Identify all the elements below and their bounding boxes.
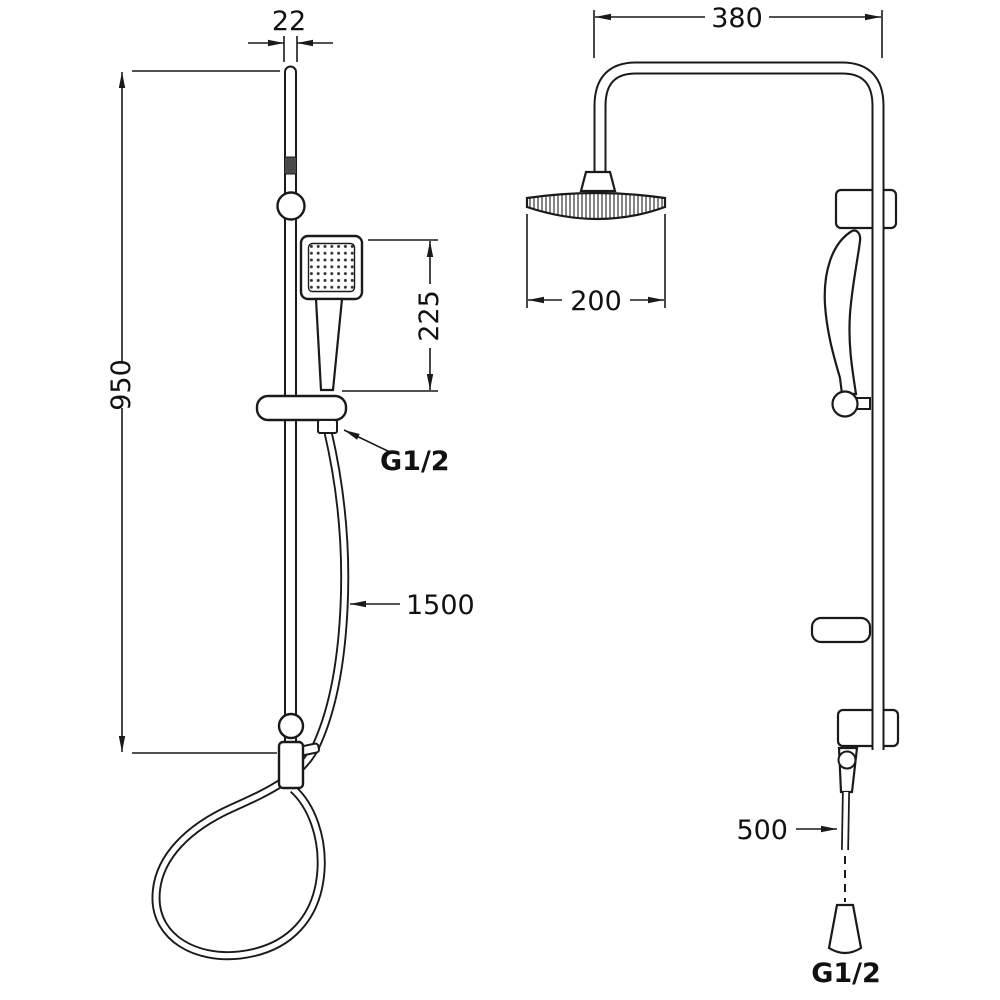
dimension-lines: [118, 10, 883, 833]
rail-knob-lower: [277, 712, 305, 740]
rail-width-label: 22: [272, 6, 306, 37]
head-disc: [525, 191, 667, 221]
rail-knob-upper: [276, 191, 306, 221]
handset-side-profile: [823, 229, 862, 396]
tee-body: [277, 740, 305, 790]
top-thread-label: G1/2: [380, 446, 450, 477]
holder-knob: [831, 390, 859, 418]
leader-top-thread: [343, 429, 393, 454]
hose-nut: [317, 419, 338, 434]
dimension-labels: 22 950 225 G1/2 1500 380 200 500 G1/2: [106, 3, 881, 989]
thread-cone: [827, 903, 863, 955]
hose-outline: [151, 430, 350, 961]
handset-spray-face: [307, 242, 356, 293]
slider-bracket: [255, 394, 348, 422]
outlet-pivot: [837, 750, 857, 770]
bottom-thread-label: G1/2: [811, 958, 881, 989]
head-diameter-label: 200: [570, 286, 622, 317]
wall-bracket-top: [834, 188, 898, 230]
riser-pipe-core: [595, 63, 883, 750]
handset-handle: [314, 297, 344, 392]
outlet-length-label: 500: [736, 815, 788, 846]
wall-bracket-bottom: [836, 708, 900, 748]
handset-length-label: 225: [414, 290, 445, 342]
front-view: [151, 65, 364, 961]
wall-bracket-mid: [810, 616, 872, 644]
hose-core: [153, 431, 348, 959]
hose-length-label: 1500: [406, 590, 475, 621]
total-height-label: 950: [106, 359, 137, 411]
outlet-hose-core: [842, 791, 849, 851]
side-view: [525, 61, 900, 955]
head-flange: [579, 170, 617, 193]
arm-reach-label: 380: [711, 3, 763, 34]
rail-joint: [284, 156, 297, 175]
